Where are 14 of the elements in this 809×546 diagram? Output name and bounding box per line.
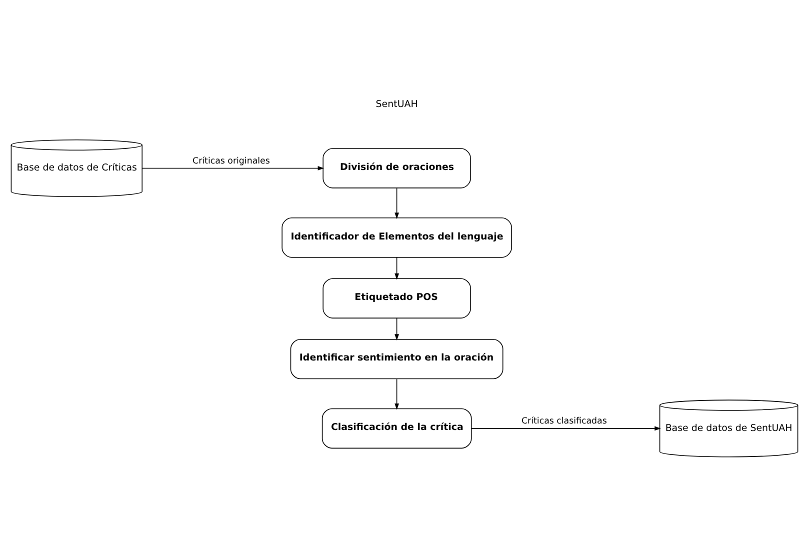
arrow [394,378,400,410]
node-box: Clasificación de la crítica [322,408,472,448]
node-box: Etiquetado POS [322,278,471,318]
node-box: Identificador de Elementos del lenguaje [282,217,512,258]
node-box: División de oraciones [322,148,471,188]
arrow [142,166,324,170]
label: SentUAH [376,98,418,110]
arrow [471,426,661,430]
arrow [394,256,400,280]
node-box: Identificar sentimiento en la oración [290,338,504,379]
edge-label: Críticas originales [192,156,270,166]
arrow [394,187,400,218]
arrow [394,317,400,340]
edge-label: Críticas clasificadas [522,416,607,426]
